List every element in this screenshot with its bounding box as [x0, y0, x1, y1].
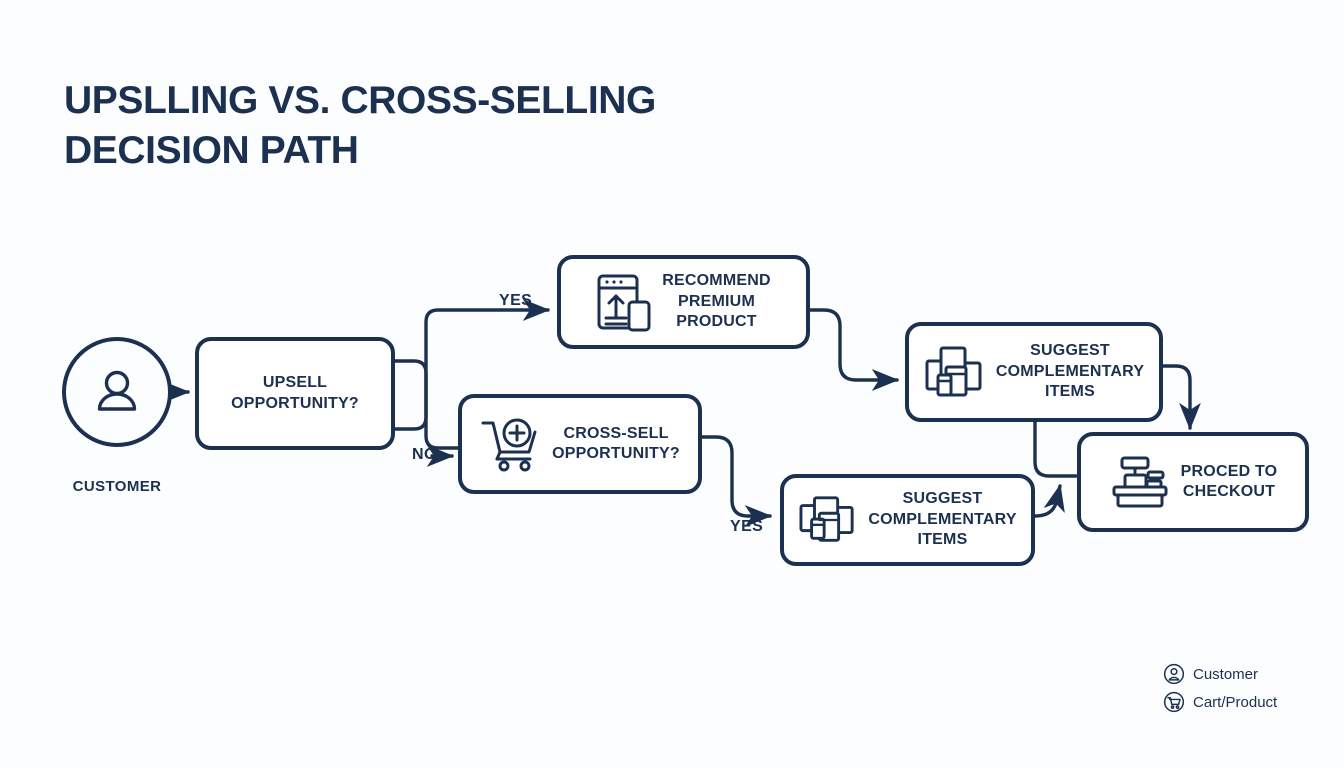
node-suggest-top-label: SUGGEST COMPLEMENTARY ITEMS: [995, 342, 1145, 401]
cart-plus-icon: [481, 418, 537, 472]
legend-label-cart-product: Cart/Product: [1193, 693, 1278, 711]
edge-suggest-bottom-to-checkout-left: [1033, 484, 1065, 518]
node-upsell-opportunity[interactable]: UPSELL OPPORTUNITY?: [195, 337, 395, 450]
node-suggest-bottom-label: SUGGEST COMPLEMENTARY ITEMS: [868, 490, 1017, 549]
page-title: UPSLLING VS. CROSS-SELLING DECISION PATH: [64, 76, 824, 176]
boxes-icon: [799, 496, 854, 542]
edge-suggest-top-to-checkout-top: [1161, 364, 1201, 431]
node-crosssell-label: CROSS-SELL OPPORTUNITY?: [552, 424, 680, 462]
cash-register-icon: [1112, 456, 1168, 508]
customer-circle-icon: [1163, 663, 1185, 685]
legend-item-cart-product: Cart/Product: [1163, 688, 1277, 716]
legend: Customer Cart/Product: [1163, 660, 1277, 716]
node-proceed-to-checkout[interactable]: PROCED TO CHECKOUT: [1077, 432, 1309, 532]
node-suggest-complementary-items-top[interactable]: SUGGEST COMPLEMENTARY ITEMS: [905, 322, 1163, 422]
edge-upsell-yes-to-recommend: [393, 299, 551, 431]
customer-caption: CUSTOMER: [72, 478, 162, 495]
title-line-2: DECISION PATH: [64, 128, 359, 172]
customer-avatar: [62, 337, 172, 447]
node-recommend-premium-product[interactable]: RECOMMEND PREMIUM PRODUCT: [557, 255, 810, 349]
legend-label-customer: Customer: [1193, 665, 1259, 683]
node-upsell-label: UPSELL OPPORTUNITY?: [231, 374, 359, 412]
edge-crosssell-to-suggest-bottom: [700, 435, 773, 527]
edge-label-crosssell-yes: YES: [730, 518, 764, 535]
node-recommend-label: RECOMMEND PREMIUM PRODUCT: [662, 272, 771, 331]
premium-product-icon: [597, 274, 651, 332]
boxes-icon: [925, 346, 982, 397]
cart-circle-icon: [1163, 691, 1185, 713]
customer-avatar-icon: [97, 370, 137, 411]
node-suggest-complementary-items-bottom[interactable]: SUGGEST COMPLEMENTARY ITEMS: [780, 474, 1035, 566]
node-cross-sell-opportunity[interactable]: CROSS-SELL OPPORTUNITY?: [458, 394, 702, 494]
node-checkout-label: PROCED TO CHECKOUT: [1180, 462, 1278, 500]
edge-suggest-top-to-checkout-left: [1033, 420, 1078, 478]
edge-label-upsell-yes: YES: [499, 292, 533, 309]
edge-label-upsell-no: NO: [412, 446, 437, 463]
edge-recommend-to-suggest-top: [808, 308, 900, 391]
legend-item-customer: Customer: [1163, 660, 1277, 688]
title-line-1: UPSLLING VS. CROSS-SELLING: [64, 79, 656, 122]
